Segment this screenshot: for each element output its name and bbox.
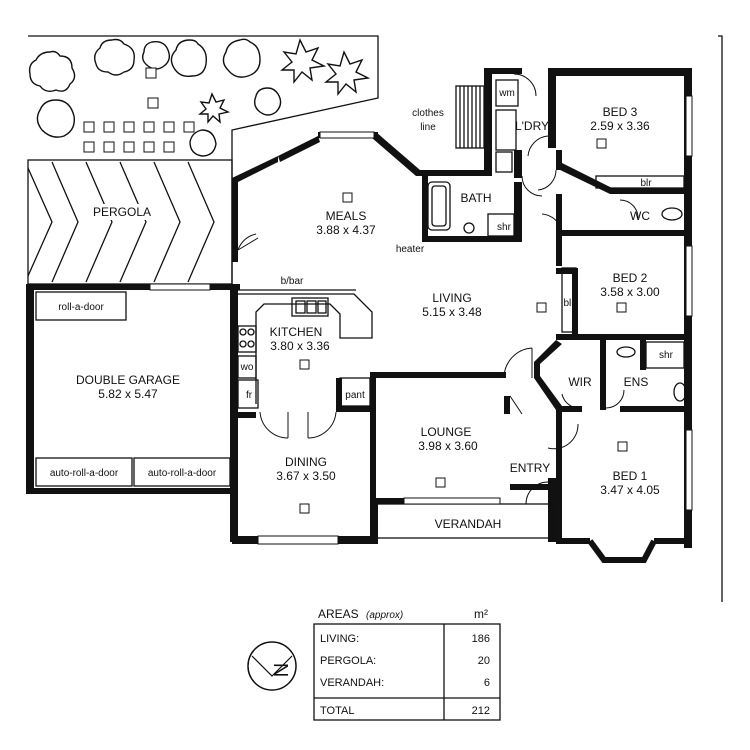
fixtures: [427, 79, 687, 402]
light-markers: [299, 138, 628, 514]
garage-dims: 5.82 x 5.47: [98, 387, 158, 401]
laundry-label: L'DRY: [515, 119, 549, 133]
areas-table: AREAS (approx) m² LIVING: 186 PERGOLA: 2…: [313, 607, 501, 721]
garage-name: DOUBLE GARAGE: [76, 373, 180, 387]
bed2-dims: 3.58 x 3.00: [600, 285, 660, 299]
tree-icon: [170, 39, 208, 78]
area-row-value: 20: [478, 655, 490, 667]
living-dims: 5.15 x 3.48: [422, 305, 482, 319]
small-labels: PERGOLA VERANDAH ENTRY BATH L'DRY WC WIR…: [50, 88, 674, 531]
lounge-dims: 3.98 x 3.60: [418, 439, 478, 453]
blr-bed2-label: blr: [563, 298, 575, 309]
bbar-label: b/bar: [281, 276, 304, 287]
kitchen-name: KITCHEN: [270, 325, 323, 339]
areas-title: AREAS: [318, 607, 359, 621]
wc-label: WC: [630, 209, 650, 223]
pergola-label: PERGOLA: [93, 205, 151, 219]
bed1-dims: 3.47 x 4.05: [600, 483, 660, 497]
roll-a-door-label: roll-a-door: [58, 302, 104, 313]
tree-icon: [253, 87, 282, 116]
area-total-value: 212: [472, 705, 490, 717]
clothes-line: [455, 85, 485, 149]
garden-trees: [28, 38, 371, 157]
paving: [83, 67, 195, 153]
area-row-label: VERANDAH:: [320, 677, 384, 689]
area-row-value: 6: [484, 677, 490, 689]
bed1-name: BED 1: [613, 469, 648, 483]
dining-name: DINING: [285, 455, 327, 469]
tree-icon: [93, 38, 135, 76]
compass-icon: N: [247, 641, 297, 691]
garage-doors: [35, 291, 231, 487]
bed3-dims: 2.59 x 3.36: [590, 119, 650, 133]
area-row-label: PERGOLA:: [320, 655, 376, 667]
kitchen-bench: [237, 293, 373, 409]
wm-label: wm: [498, 88, 515, 99]
bed2-name: BED 2: [613, 271, 648, 285]
pergola: [27, 159, 233, 285]
compass-letter: N: [271, 663, 293, 677]
area-row-label: LIVING:: [320, 633, 359, 645]
entry-label: ENTRY: [510, 461, 550, 475]
door-swings: [237, 73, 639, 505]
lounge-name: LOUNGE: [421, 425, 472, 439]
tree-icon: [189, 129, 217, 157]
blr-bed3-label: blr: [640, 178, 652, 189]
wir-label: WIR: [568, 375, 592, 389]
living-name: LIVING: [432, 291, 471, 305]
heater-label: heater: [396, 244, 425, 255]
meals-dims: 3.88 x 4.37: [316, 223, 376, 237]
pant-label: pant: [345, 390, 365, 401]
clothes-line-label-2: line: [420, 122, 436, 133]
wo-label: wo: [240, 362, 254, 373]
tree-icon: [198, 92, 231, 124]
tree-icon: [280, 38, 327, 84]
room-labels: MEALS 3.88 x 4.37 LIVING 5.15 x 3.48 KIT…: [76, 105, 660, 497]
tree-icon: [36, 99, 75, 138]
bath-label: BATH: [460, 191, 491, 205]
auto-roll-door-label-1: auto-roll-a-door: [50, 468, 119, 479]
tree-icon: [141, 40, 171, 70]
areas-approx: (approx): [366, 610, 403, 621]
tree-icon: [324, 50, 371, 96]
tree-icon: [222, 38, 261, 78]
areas-unit: m²: [474, 607, 488, 621]
shr-ens-label: shr: [659, 350, 674, 361]
auto-roll-door-label-2: auto-roll-a-door: [148, 468, 217, 479]
clothes-line-label-1: clothes: [412, 108, 444, 119]
meals-name: MEALS: [326, 209, 367, 223]
tree-icon: [28, 50, 76, 93]
fr-label: fr: [246, 390, 253, 401]
area-total-label: TOTAL: [320, 705, 354, 717]
shr-bath-label: shr: [497, 222, 512, 233]
kitchen-dims: 3.80 x 3.36: [270, 339, 330, 353]
verandah-label: VERANDAH: [435, 517, 502, 531]
dining-dims: 3.67 x 3.50: [276, 469, 336, 483]
ens-label: ENS: [624, 375, 649, 389]
area-row-value: 186: [472, 633, 490, 645]
bed3-name: BED 3: [603, 105, 638, 119]
windows: [149, 95, 693, 545]
